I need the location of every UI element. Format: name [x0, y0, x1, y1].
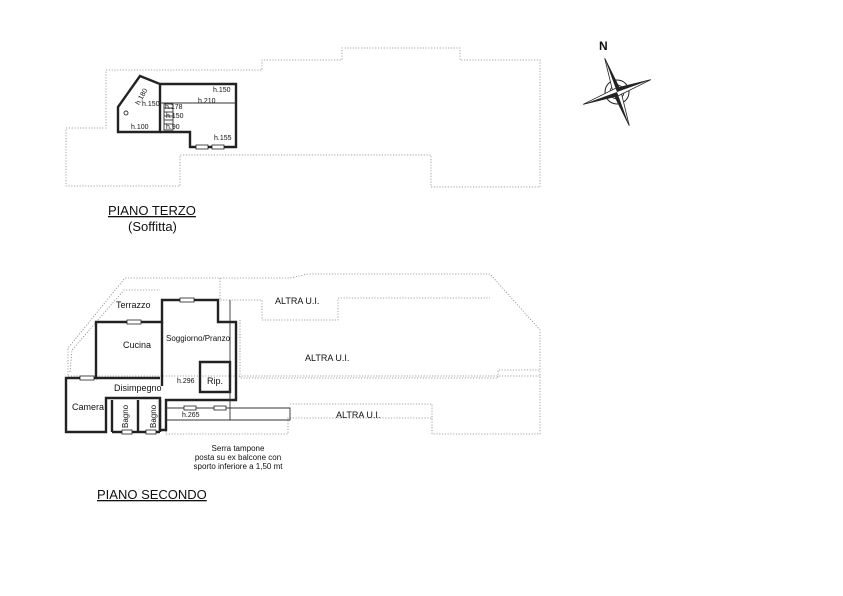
terrace-edge	[69, 289, 160, 373]
note-line-2: posta su ex balcone con	[195, 453, 281, 462]
third-floor-subtitle: (Soffitta)	[128, 219, 177, 234]
height-label: h.90	[166, 124, 180, 131]
other-unit-3-outline	[290, 403, 433, 418]
other-unit-label: ALTRA U.I.	[275, 296, 319, 306]
third-floor-title: PIANO TERZO	[108, 203, 196, 218]
second-floor-title: PIANO SECONDO	[97, 487, 207, 502]
attic-room-left	[116, 74, 162, 134]
attic-stair	[163, 103, 174, 131]
note-line-1: Serra tampone	[212, 444, 265, 453]
other-unit-1-outline	[219, 278, 490, 321]
attic-window-2	[211, 144, 225, 150]
second-floor-outline	[67, 273, 541, 435]
window	[126, 319, 142, 325]
height-label: h.155	[214, 135, 232, 142]
room-label-bagno: Bagno	[149, 404, 158, 428]
height-label: h.178	[165, 104, 183, 111]
compass-rose-icon: N	[582, 39, 652, 127]
room-label-rip: Rip.	[207, 376, 223, 386]
other-unit-label: ALTRA U.I.	[336, 410, 380, 420]
height-label: h.296	[177, 378, 195, 385]
height-label: h.150	[213, 87, 231, 94]
room-label-cucina: Cucina	[123, 340, 151, 350]
attic-fixture-icon	[123, 110, 129, 116]
height-label: h.210	[198, 98, 216, 105]
second-floor-plan: Terrazzo Cucina Soggiorno/Pranzo Rip. Di…	[64, 273, 541, 502]
window	[79, 375, 95, 381]
window	[183, 405, 197, 411]
other-unit-label: ALTRA U.I.	[305, 353, 349, 363]
room-label-soggiorno: Soggiorno/Pranzo	[166, 334, 231, 343]
window	[145, 429, 157, 435]
other-unit-2-outline	[239, 320, 540, 379]
window	[121, 429, 133, 435]
room-label-bagno: Bagno	[121, 404, 130, 428]
third-floor-plan: h.150 h.210 h.180 h.150 h.178 h.150 h.10…	[65, 47, 541, 234]
height-label: h.150	[166, 113, 184, 120]
attic-window-1	[195, 144, 209, 150]
height-label: h.265	[182, 412, 200, 419]
buffer-greenhouse	[166, 407, 291, 421]
note-line-3: sporto inferiore a 1,50 mt	[194, 462, 284, 471]
height-label: h.100	[131, 124, 149, 131]
apartment-walls	[64, 298, 238, 434]
room-label-camera: Camera	[72, 402, 104, 412]
third-floor-outline	[65, 47, 541, 188]
window	[179, 297, 195, 303]
room-label-terrazzo: Terrazzo	[116, 300, 151, 310]
height-label: h.150	[142, 101, 160, 108]
room-label-disimpegno: Disimpegno	[114, 383, 162, 393]
window	[213, 405, 227, 411]
compass-north-label: N	[599, 39, 608, 53]
